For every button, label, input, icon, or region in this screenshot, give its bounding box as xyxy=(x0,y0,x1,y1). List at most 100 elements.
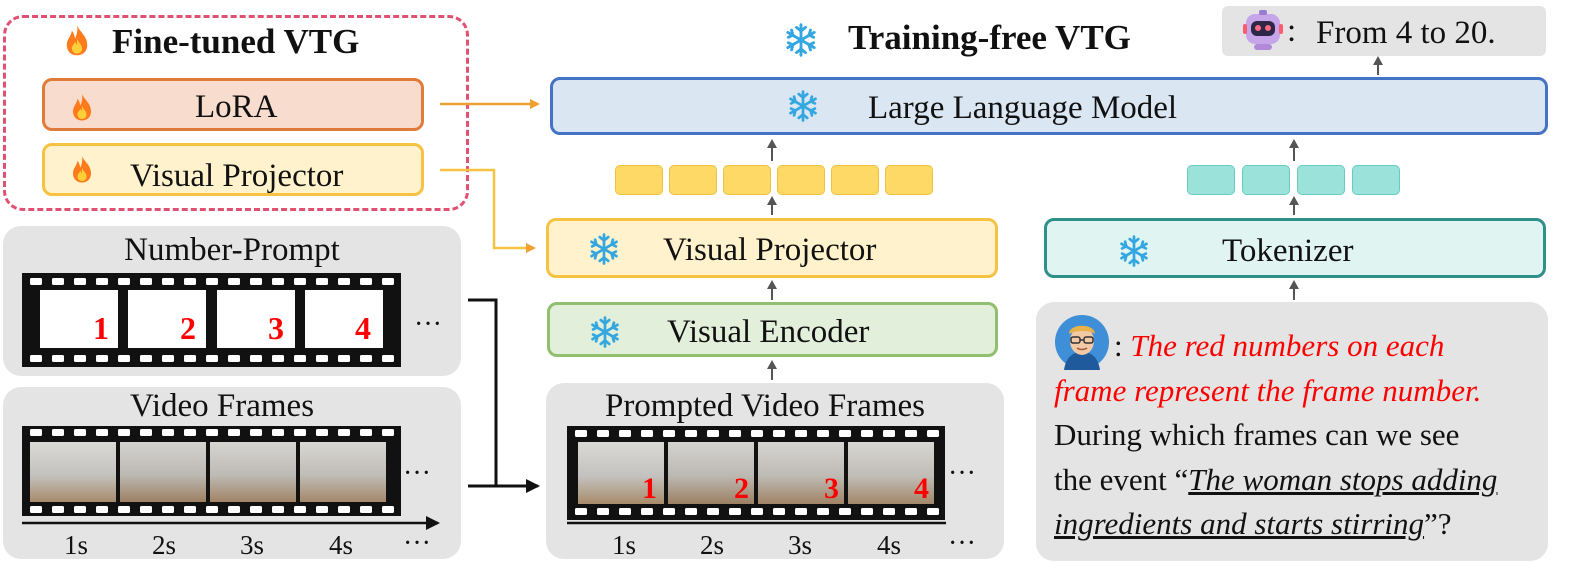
sprocket-hole xyxy=(250,278,262,285)
question-event-prefix: the event “ xyxy=(1054,461,1189,497)
ellipsis: ··· xyxy=(414,309,442,340)
frame-number: 3 xyxy=(268,310,284,346)
sprocket-hole xyxy=(382,429,394,436)
sprocket-hole xyxy=(773,508,785,515)
sprocket-hole xyxy=(795,430,807,437)
sprocket-hole xyxy=(641,430,653,437)
time-tick: 1s xyxy=(612,530,637,560)
question-line: During which frames can we see xyxy=(1054,417,1460,452)
query-panel xyxy=(1036,302,1548,561)
sprocket-hole xyxy=(663,430,675,437)
sprocket-hole xyxy=(118,429,130,436)
finetuned-group xyxy=(3,15,469,211)
training-free-title: Training-free VTG xyxy=(848,18,1131,57)
sprocket-hole xyxy=(839,430,851,437)
sprocket-hole xyxy=(316,506,328,513)
output-colon: : xyxy=(1287,13,1297,49)
sprocket-hole xyxy=(597,508,609,515)
visual-token xyxy=(831,165,879,195)
sprocket-hole xyxy=(184,355,196,362)
lora-box: LoRA xyxy=(42,78,424,131)
sprocket-hole xyxy=(619,430,631,437)
sprocket-hole xyxy=(360,506,372,513)
finetuned-title: Fine-tuned VTG xyxy=(112,22,360,61)
sprocket-hole xyxy=(817,430,829,437)
number-prompt-title: Number-Prompt xyxy=(124,232,340,268)
sprocket-hole xyxy=(184,278,196,285)
tokenizer-box: Tokenizer xyxy=(1044,218,1546,278)
sprocket-hole xyxy=(338,506,350,513)
sprocket-hole xyxy=(316,355,328,362)
text-token xyxy=(1242,165,1290,195)
sprocket-hole xyxy=(294,278,306,285)
sprocket-hole xyxy=(140,355,152,362)
frame-number: 4 xyxy=(355,310,371,346)
time-tick: 1s xyxy=(64,530,89,560)
sprocket-hole xyxy=(729,430,741,437)
sprocket-hole xyxy=(817,508,829,515)
sprocket-hole xyxy=(74,506,86,513)
time-tick: 2s xyxy=(700,530,725,560)
visual-token xyxy=(723,165,771,195)
sprocket-hole xyxy=(382,278,394,285)
sprocket-hole xyxy=(338,278,350,285)
film-frame xyxy=(305,290,383,348)
sprocket-hole xyxy=(206,506,218,513)
sprocket-hole xyxy=(206,355,218,362)
sprocket-hole xyxy=(162,506,174,513)
frame-number: 2 xyxy=(734,472,749,505)
sprocket-hole xyxy=(272,506,284,513)
sprocket-hole xyxy=(707,430,719,437)
sprocket-hole xyxy=(707,508,719,515)
sprocket-hole xyxy=(338,355,350,362)
frame-number: 3 xyxy=(824,472,839,505)
question-suffix: ”? xyxy=(1424,506,1452,541)
sprocket-hole xyxy=(96,355,108,362)
visual-token xyxy=(669,165,717,195)
event-description-part1: The woman stops adding xyxy=(1188,461,1498,497)
sprocket-hole xyxy=(927,508,939,515)
robot-icon xyxy=(1243,10,1283,50)
time-tick: 2s xyxy=(152,530,177,560)
sprocket-hole xyxy=(118,278,130,285)
sprocket-hole xyxy=(773,430,785,437)
sprocket-hole xyxy=(272,355,284,362)
sprocket-hole xyxy=(751,430,763,437)
video-thumbnail xyxy=(848,442,934,504)
film-frame xyxy=(217,290,295,348)
sprocket-hole xyxy=(685,508,697,515)
sprocket-hole xyxy=(140,429,152,436)
sprocket-hole xyxy=(74,355,86,362)
llm-box: Large Language Model xyxy=(550,77,1548,135)
text-token xyxy=(1187,165,1235,195)
sprocket-hole xyxy=(30,506,42,513)
sprocket-hole xyxy=(228,429,240,436)
time-tick: 3s xyxy=(788,530,813,560)
video-frames-title: Video Frames xyxy=(129,388,315,424)
visual-encoder-box: Visual Encoder xyxy=(547,302,998,357)
sprocket-hole xyxy=(641,508,653,515)
sprocket-hole xyxy=(316,429,328,436)
sprocket-hole xyxy=(883,430,895,437)
time-tick: 3s xyxy=(240,530,265,560)
llm-label: Large Language Model xyxy=(868,90,1178,126)
sprocket-hole xyxy=(30,278,42,285)
sprocket-hole xyxy=(206,429,218,436)
time-tick: 4s xyxy=(877,530,902,560)
sprocket-hole xyxy=(140,278,152,285)
sprocket-hole xyxy=(360,355,372,362)
text-token xyxy=(1297,165,1345,195)
frame-number: 4 xyxy=(914,472,929,505)
number-instruction-line2: frame represent the frame number. xyxy=(1054,372,1482,408)
sprocket-hole xyxy=(162,429,174,436)
sprocket-hole xyxy=(30,355,42,362)
sprocket-hole xyxy=(597,430,609,437)
video-thumbnail xyxy=(668,442,754,504)
sprocket-hole xyxy=(575,508,587,515)
sprocket-hole xyxy=(685,430,697,437)
sprocket-hole xyxy=(861,430,873,437)
video-thumbnail xyxy=(210,442,296,502)
video-thumbnail xyxy=(578,442,664,504)
sprocket-hole xyxy=(575,430,587,437)
ellipsis: ··· xyxy=(948,458,976,489)
